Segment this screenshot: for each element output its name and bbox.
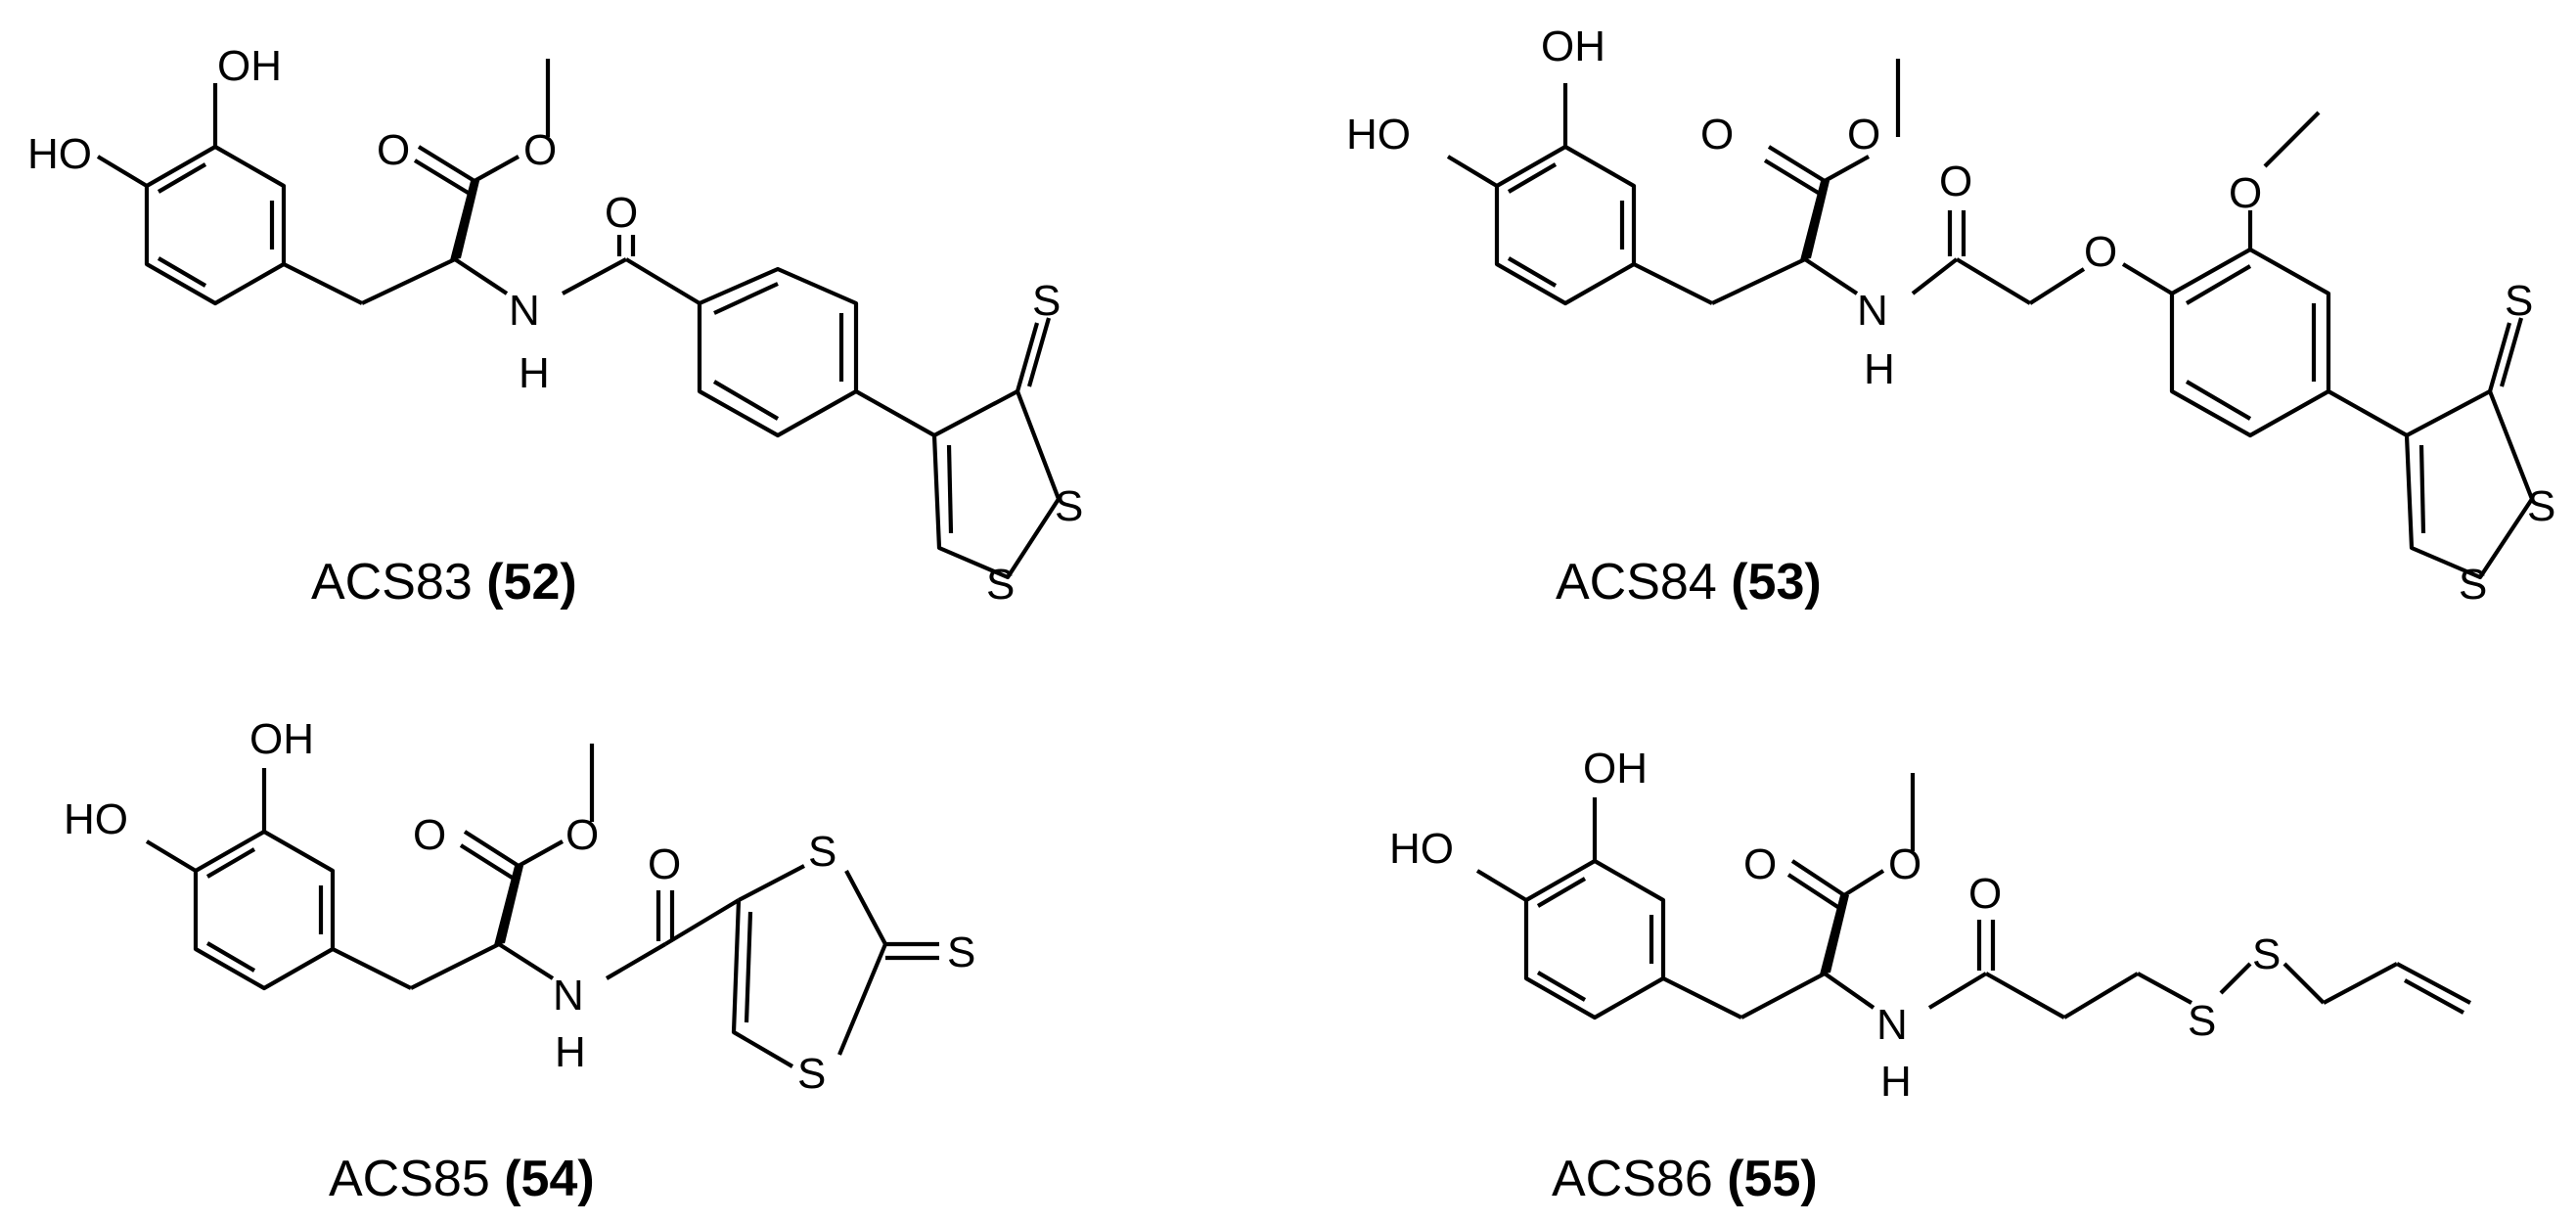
compound-name: ACS83 — [311, 554, 473, 611]
dithiolethione-ring — [931, 317, 1062, 580]
hydroxyl-label: HO — [1346, 111, 1411, 159]
amide-nitrogen: N — [1876, 1001, 1908, 1049]
hydroxyl-label: HO — [1389, 825, 1454, 873]
amino-ester-chain — [1662, 773, 2471, 1019]
ring-sulfur: S — [2527, 482, 2555, 530]
amide-oxygen: O — [1968, 870, 2002, 918]
amide-nitrogen: N — [553, 972, 584, 1019]
carbonyl-oxygen: O — [377, 126, 410, 174]
structure-acs83: OH HO O O O N H — [27, 42, 1083, 611]
amide-oxygen: O — [1939, 158, 1972, 205]
ether-oxygen: O — [2084, 228, 2117, 276]
amide-hydrogen: H — [1880, 1058, 1912, 1106]
methoxy-oxygen: O — [2229, 169, 2262, 217]
hydroxyl-label: OH — [249, 715, 314, 763]
ring-sulfur: S — [986, 561, 1015, 609]
compound-name: ACS84 — [1556, 554, 1717, 611]
ester-oxygen: O — [1847, 111, 1880, 159]
compound-caption: ACS84 (53) — [1556, 554, 1822, 611]
ring-sulfur: S — [808, 828, 836, 876]
hydroxyl-label: HO — [27, 130, 92, 178]
structure-acs86: OH HO O O O N H S S A — [1389, 745, 2471, 1207]
ester-oxygen: O — [565, 811, 599, 859]
compound-caption: ACS83 (52) — [311, 554, 577, 611]
amide-nitrogen: N — [509, 287, 540, 335]
hydroxyl-label: OH — [1583, 745, 1648, 793]
hydroxyl-label: HO — [64, 795, 128, 843]
compound-name: ACS85 — [329, 1151, 490, 1207]
compound-number: (53) — [1731, 554, 1821, 611]
ring-sulfur: S — [1055, 482, 1083, 530]
hydroxyl-label: OH — [217, 42, 282, 90]
amide-oxygen: O — [605, 189, 638, 237]
amino-ester-chain — [1633, 59, 2174, 305]
amide-hydrogen: H — [519, 349, 550, 397]
structure-acs84: OH HO O O O O N H — [1346, 23, 2555, 611]
amide-oxygen: O — [648, 840, 681, 888]
amide-nitrogen: N — [1857, 287, 1888, 335]
catechol-ring — [96, 83, 287, 306]
thione-sulfur: S — [1032, 277, 1061, 325]
amino-ester-chain — [283, 59, 701, 305]
carbonyl-oxygen: O — [413, 811, 446, 859]
benzoyl-ring — [697, 266, 936, 438]
compound-caption: ACS86 (55) — [1552, 1151, 1818, 1207]
dithiolethione-ring — [2404, 317, 2535, 580]
thione-sulfur: S — [2505, 277, 2533, 325]
carbonyl-oxygen: O — [1700, 111, 1734, 159]
structure-acs85: OH HO O O O N H S — [64, 715, 975, 1207]
ring-sulfur: S — [797, 1050, 826, 1098]
ring-sulfur: S — [2459, 561, 2487, 609]
compound-number: (54) — [504, 1151, 594, 1207]
ester-oxygen: O — [1888, 840, 1921, 888]
disulfide-sulfur: S — [2188, 997, 2216, 1045]
disulfide-sulfur: S — [2252, 930, 2281, 978]
dithiolethione-ring — [731, 864, 939, 1068]
thione-sulfur: S — [947, 929, 975, 976]
methoxyphenyl-ring — [2169, 111, 2409, 438]
compound-caption: ACS85 (54) — [329, 1151, 595, 1207]
hydroxyl-label: OH — [1541, 23, 1605, 70]
carbonyl-oxygen: O — [1743, 840, 1777, 888]
amide-hydrogen: H — [1864, 345, 1895, 393]
catechol-ring — [1446, 83, 1637, 306]
compound-name: ACS86 — [1552, 1151, 1713, 1207]
catechol-ring — [1475, 797, 1666, 1020]
ester-oxygen: O — [523, 126, 557, 174]
amide-hydrogen: H — [555, 1028, 586, 1076]
compound-number: (55) — [1727, 1151, 1817, 1207]
catechol-ring — [145, 768, 336, 991]
compound-number: (52) — [486, 554, 576, 611]
amino-ester-chain — [332, 744, 741, 990]
